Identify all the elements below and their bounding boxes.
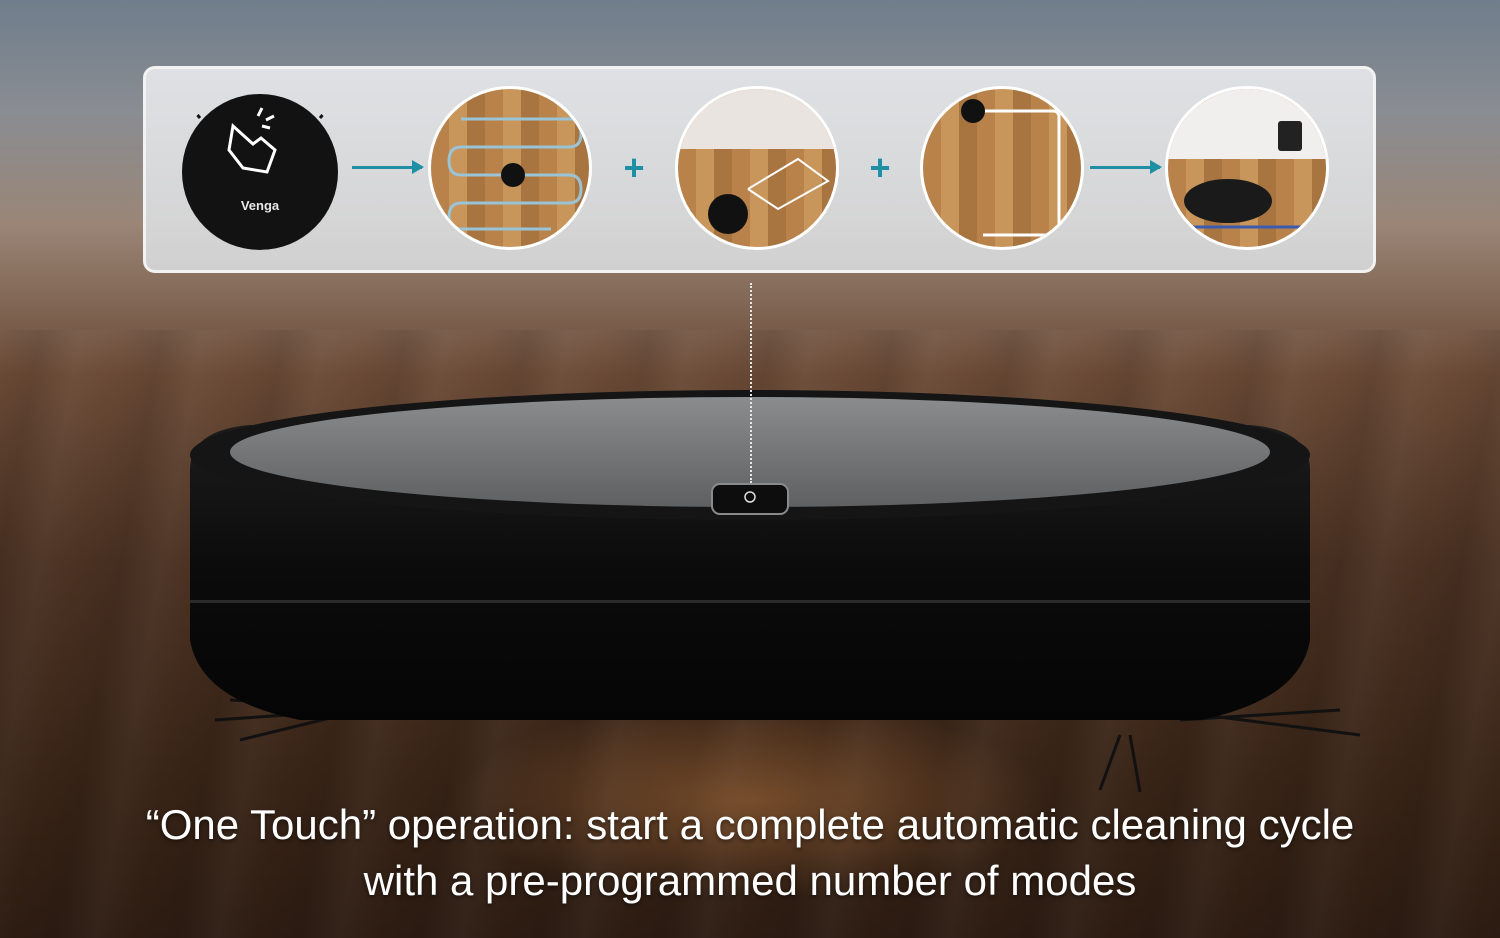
touch-hand-icon [227, 107, 277, 174]
floor-reflection [450, 700, 1050, 900]
arrow-right-icon [1090, 160, 1162, 174]
plus-icon: + [869, 147, 891, 188]
power-button [711, 483, 789, 515]
step-zigzag-mode [428, 86, 592, 250]
step-random-mode [675, 86, 839, 250]
pointer-line [750, 283, 752, 483]
plus-icon: + [623, 147, 645, 188]
right-side-brush [1098, 708, 1361, 793]
caption-line-2: with a pre-programmed number of modes [363, 857, 1137, 904]
step-one-touch: Venga [178, 86, 342, 250]
step-return-to-dock [1165, 86, 1329, 250]
brand-label: Venga [241, 198, 280, 213]
step-edge-mode [920, 86, 1084, 250]
caption-line-1: “One Touch” operation: start a complete … [145, 801, 1355, 848]
arrow-right-icon [352, 160, 424, 174]
robot-bumper-line [190, 600, 1310, 603]
caption: “One Touch” operation: start a complete … [0, 797, 1500, 909]
